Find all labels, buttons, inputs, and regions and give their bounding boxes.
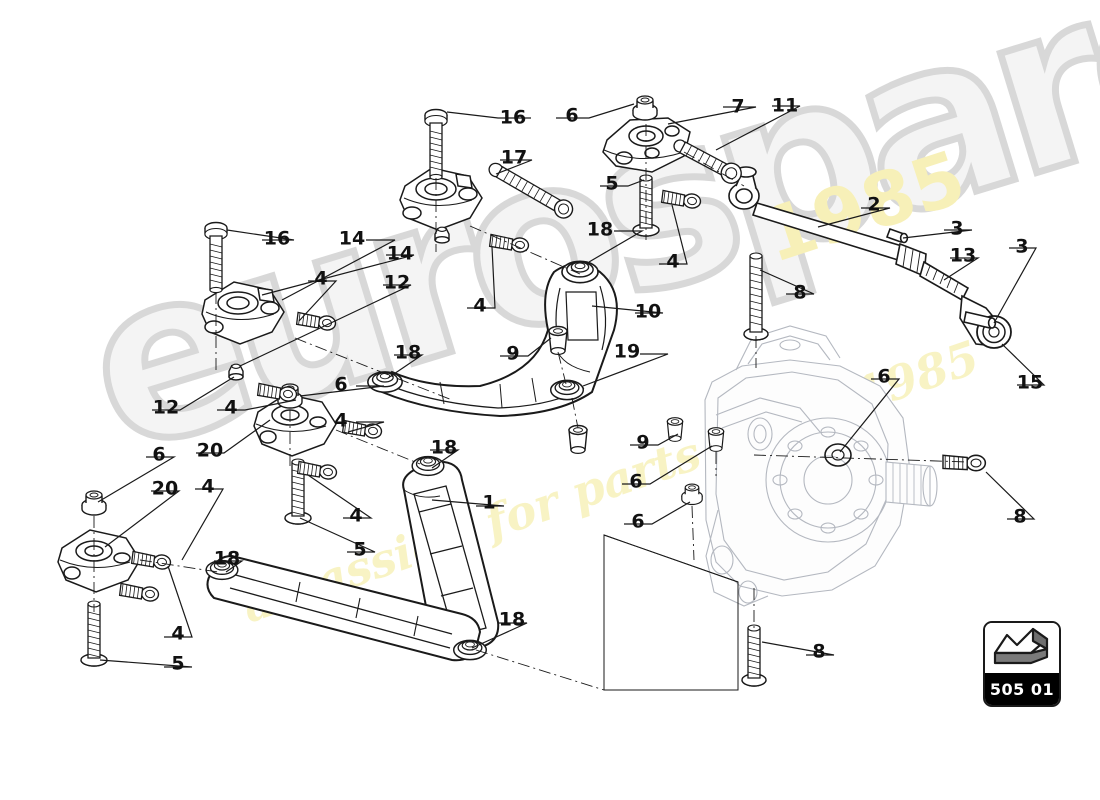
fastener-4-low-a <box>130 550 172 571</box>
bracket-part-20-mid <box>253 393 337 457</box>
fastener-12-top <box>434 226 450 244</box>
callout-label-14b: 14 <box>386 242 414 265</box>
callout-label-18c: 18 <box>430 436 458 459</box>
callout-label-20b: 20 <box>151 477 179 500</box>
fastener-9-right <box>568 424 588 455</box>
fastener-4-top-right <box>660 189 702 210</box>
fastener-4-left-a <box>295 311 337 332</box>
wedge-shape-icon <box>993 627 1049 665</box>
callout-label-5c: 5 <box>171 652 185 675</box>
footnote-badge: 505 01 <box>983 621 1061 707</box>
fastener-6-low-left <box>81 490 107 516</box>
callout-label-12b: 12 <box>152 396 180 419</box>
callout-label-2: 2 <box>867 193 881 216</box>
callout-label-9a: 9 <box>506 342 520 365</box>
fastener-8-right <box>942 454 987 472</box>
fastener-16-top <box>424 108 448 181</box>
callout-label-1: 1 <box>482 491 496 514</box>
callout-label-12a: 12 <box>383 271 411 294</box>
callout-label-6f: 6 <box>152 443 166 466</box>
fastener-8-top <box>743 252 769 341</box>
callout-label-4d: 4 <box>224 396 238 419</box>
fastener-17 <box>488 162 574 219</box>
fastener-8-bottom <box>741 624 767 687</box>
wishbone-bush-pivot-19 <box>549 379 585 401</box>
bracket-part-20-low <box>57 529 141 593</box>
bracket-part-7 <box>602 117 691 173</box>
callout-label-7: 7 <box>731 95 745 118</box>
callout-label-6d: 6 <box>629 470 643 493</box>
callout-label-10: 10 <box>634 300 662 323</box>
callout-label-6e: 6 <box>631 510 645 533</box>
callout-label-4b: 4 <box>666 250 680 273</box>
callout-label-6c: 6 <box>334 373 348 396</box>
callout-label-11: 11 <box>771 94 799 117</box>
callout-label-8b: 8 <box>1013 505 1027 528</box>
fastener-4-mid-a <box>341 419 383 440</box>
fastener-6-top-right <box>632 95 658 121</box>
subframe-ghost-outline <box>603 534 739 691</box>
callout-label-18e: 18 <box>498 608 526 631</box>
fastener-4-low-b <box>118 582 160 603</box>
callout-label-20a: 20 <box>196 439 224 462</box>
callout-label-4e: 4 <box>334 409 348 432</box>
bracket-part-14-left <box>201 281 285 345</box>
fastener-9-hub <box>666 417 684 442</box>
fastener-5-low <box>80 600 108 667</box>
fastener-12-left <box>228 363 244 381</box>
callout-label-3a: 3 <box>950 217 964 240</box>
callout-label-4c: 4 <box>473 294 487 317</box>
fastener-6-hub-b <box>681 483 703 506</box>
callout-label-5a: 5 <box>605 172 619 195</box>
callout-label-18d: 18 <box>213 547 241 570</box>
lca-bush-top-18 <box>411 455 445 477</box>
callout-label-15: 15 <box>1016 371 1044 394</box>
callout-label-16b: 16 <box>263 227 291 250</box>
callout-label-18a: 18 <box>586 218 614 241</box>
callout-label-18b: 18 <box>394 341 422 364</box>
callout-label-13: 13 <box>949 244 977 267</box>
callout-label-4h: 4 <box>171 622 185 645</box>
fastener-16-left <box>204 221 228 294</box>
fastener-11 <box>673 139 742 184</box>
fastener-6-hub-a <box>707 427 725 452</box>
callout-label-14a: 14 <box>338 227 366 250</box>
callout-label-9b: 9 <box>636 431 650 454</box>
callout-leader-lines <box>97 103 1046 668</box>
wheel-hub-knuckle-assembly <box>704 325 938 607</box>
callout-label-4f: 4 <box>201 475 215 498</box>
callout-label-19: 19 <box>613 340 641 363</box>
assembly-centre-lines <box>93 124 969 691</box>
wishbone-bush-top-18 <box>561 260 599 284</box>
wishbone-bush-front-18 <box>367 371 403 393</box>
callout-label-5b: 5 <box>353 538 367 561</box>
callout-label-4g: 4 <box>349 504 363 527</box>
callout-label-3b: 3 <box>1015 235 1029 258</box>
callout-label-6b: 6 <box>877 365 891 388</box>
callout-label-4a: 4 <box>314 267 328 290</box>
lower-control-arm-lower-leg <box>206 554 482 662</box>
callout-label-8a: 8 <box>793 281 807 304</box>
badge-code-label: 505 01 <box>985 673 1059 705</box>
badge-artwork <box>985 623 1059 675</box>
callout-label-8c: 8 <box>812 640 826 663</box>
callout-label-17: 17 <box>500 146 528 169</box>
callout-label-6a: 6 <box>565 104 579 127</box>
fastener-5-mid <box>284 458 312 525</box>
fastener-9-left <box>548 325 568 356</box>
callout-label-16a: 16 <box>499 106 527 129</box>
